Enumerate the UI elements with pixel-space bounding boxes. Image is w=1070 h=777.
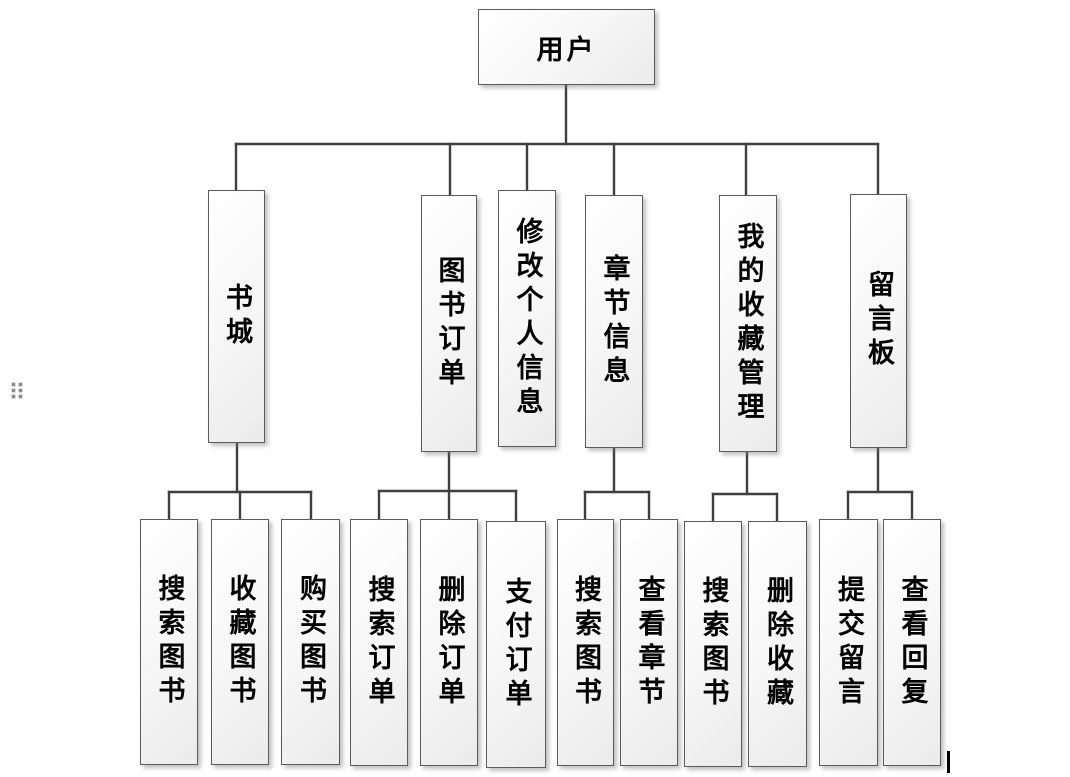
node-message-board-label: 留言板	[864, 270, 894, 372]
leaf-label: 购买图书	[296, 574, 326, 710]
leaf-pay-orders[interactable]: 支付订单	[486, 521, 546, 768]
node-book-orders[interactable]: 图书订单	[421, 195, 477, 452]
leaf-favorite-books[interactable]: 收藏图书	[211, 519, 269, 765]
node-user-label: 用户	[536, 34, 597, 65]
node-message-board[interactable]: 留言板	[850, 194, 907, 448]
text-cursor	[947, 751, 950, 773]
node-favorites-management[interactable]: 我的收藏管理	[719, 195, 777, 452]
node-bookstore-label: 书城	[222, 282, 252, 351]
leaf-label: 删除订单	[434, 574, 465, 711]
leaf-search-books-favorites[interactable]: 搜索图书	[684, 521, 742, 767]
leaf-label: 搜索订单	[364, 574, 395, 711]
leaf-label: 搜索图书	[571, 574, 601, 711]
node-user[interactable]: 用户	[478, 9, 655, 85]
node-chapter-info-label: 章节信息	[599, 253, 630, 390]
leaf-label: 支付订单	[501, 576, 532, 713]
leaf-delete-favorites[interactable]: 删除收藏	[748, 521, 807, 767]
leaf-label: 查看章节	[634, 574, 665, 711]
leaf-delete-orders[interactable]: 删除订单	[420, 519, 478, 766]
leaf-label: 搜索图书	[698, 576, 729, 712]
node-favorites-management-label: 我的收藏管理	[733, 221, 764, 426]
node-edit-profile[interactable]: 修改个人信息	[498, 190, 556, 447]
leaf-search-orders[interactable]: 搜索订单	[350, 519, 408, 766]
leaf-buy-books[interactable]: 购买图书	[281, 519, 340, 765]
node-book-orders-label: 图书订单	[434, 255, 465, 392]
leaf-label: 收藏图书	[225, 574, 256, 710]
node-edit-profile-label: 修改个人信息	[512, 216, 543, 421]
node-chapter-info[interactable]: 章节信息	[585, 195, 643, 448]
node-bookstore[interactable]: 书城	[208, 190, 265, 443]
leaf-label: 提交留言	[834, 574, 864, 711]
leaf-label: 删除收藏	[763, 576, 793, 712]
drag-handle-icon[interactable]	[12, 383, 23, 399]
leaf-view-replies[interactable]: 查看回复	[883, 519, 941, 766]
leaf-label: 搜索图书	[154, 574, 185, 710]
leaf-view-chapters[interactable]: 查看章节	[620, 519, 678, 766]
leaf-search-books-chapters[interactable]: 搜索图书	[557, 519, 614, 766]
leaf-search-books-bookstore[interactable]: 搜索图书	[140, 519, 198, 765]
leaf-submit-message[interactable]: 提交留言	[819, 519, 878, 766]
leaf-label: 查看回复	[897, 574, 928, 711]
